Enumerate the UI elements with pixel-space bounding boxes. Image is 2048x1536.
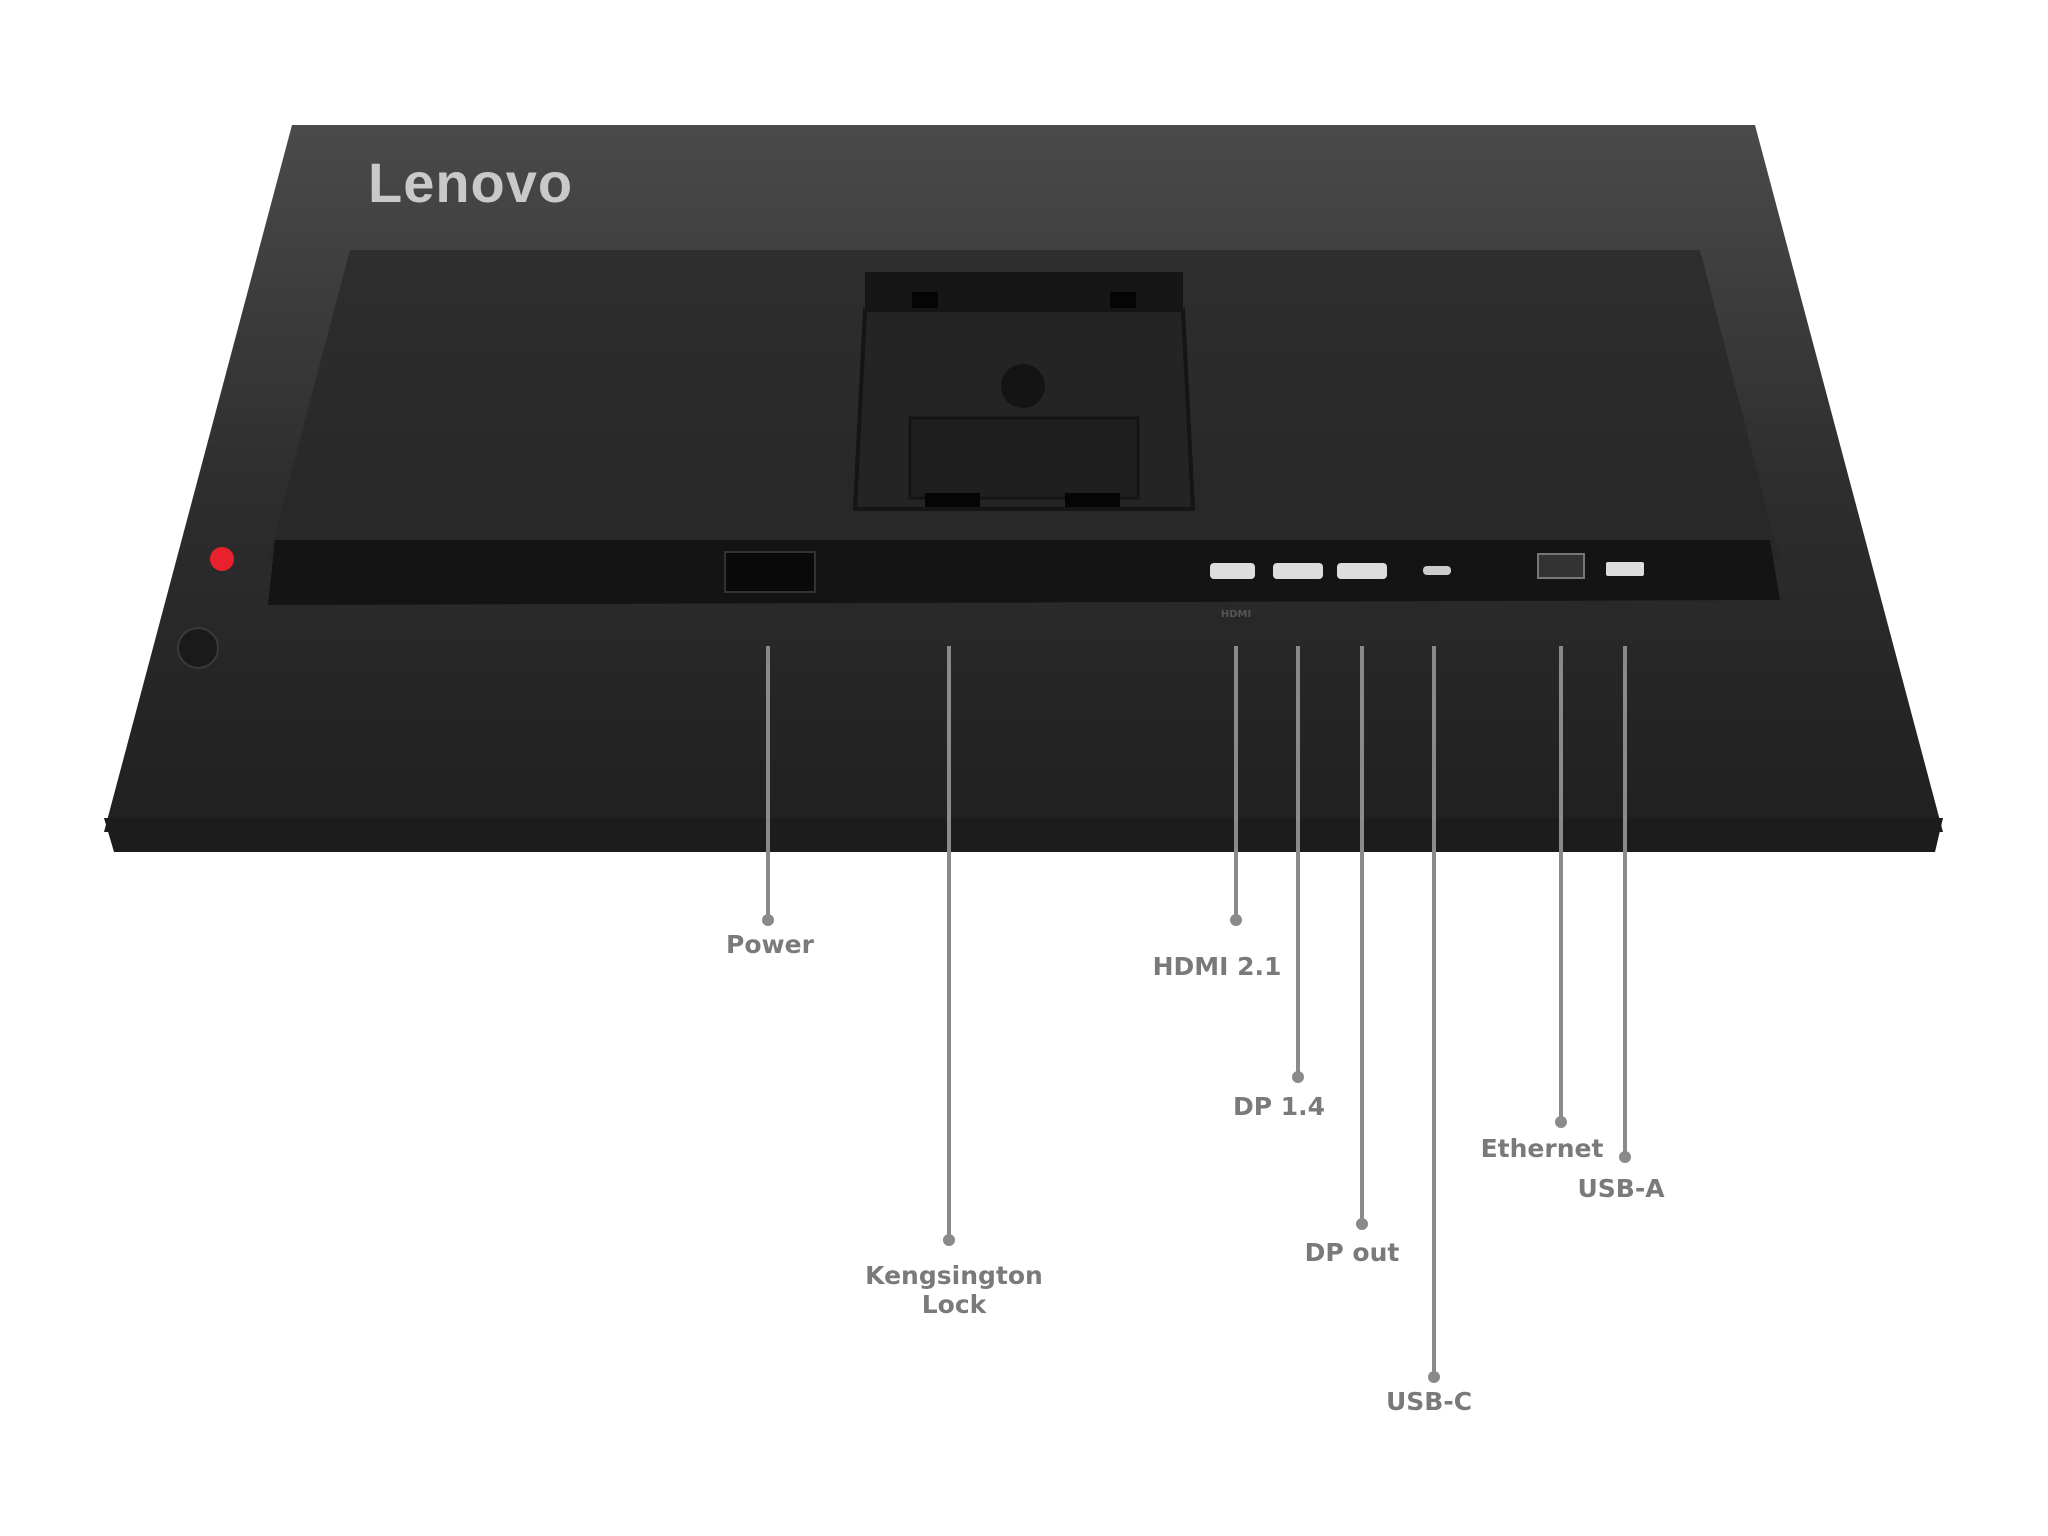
label-kensington-line2: Lock — [921, 1290, 987, 1319]
label-usb-c: USB-C — [1385, 1387, 1473, 1416]
red-joystick-button — [210, 547, 234, 571]
power-socket — [724, 551, 816, 593]
lenovo-logo: Lenovo — [368, 151, 574, 214]
hdmi-port-glyph: HDMI — [1220, 609, 1252, 620]
port-strip — [268, 540, 1780, 605]
usbc-port — [1423, 566, 1451, 575]
usba-port — [1606, 562, 1644, 576]
label-usb-a: USB-A — [1577, 1174, 1665, 1203]
label-kensington-lock: Kengsington Lock — [865, 1261, 1043, 1319]
label-ethernet: Ethernet — [1480, 1134, 1604, 1163]
power-knob — [177, 627, 219, 669]
label-kensington-line1: Kengsington — [865, 1261, 1043, 1290]
hdmi-port — [1210, 563, 1255, 579]
label-power: Power — [726, 930, 814, 959]
dp14-port — [1273, 563, 1323, 579]
ethernet-port — [1537, 553, 1585, 579]
label-dp14: DP 1.4 — [1232, 1092, 1326, 1121]
label-hdmi: HDMI 2.1 — [1152, 952, 1282, 981]
monitor-bottom-edge — [104, 818, 1943, 852]
label-dp-out: DP out — [1304, 1238, 1400, 1267]
vesa-mount-plate — [852, 272, 1196, 511]
dpout-port — [1337, 563, 1387, 579]
